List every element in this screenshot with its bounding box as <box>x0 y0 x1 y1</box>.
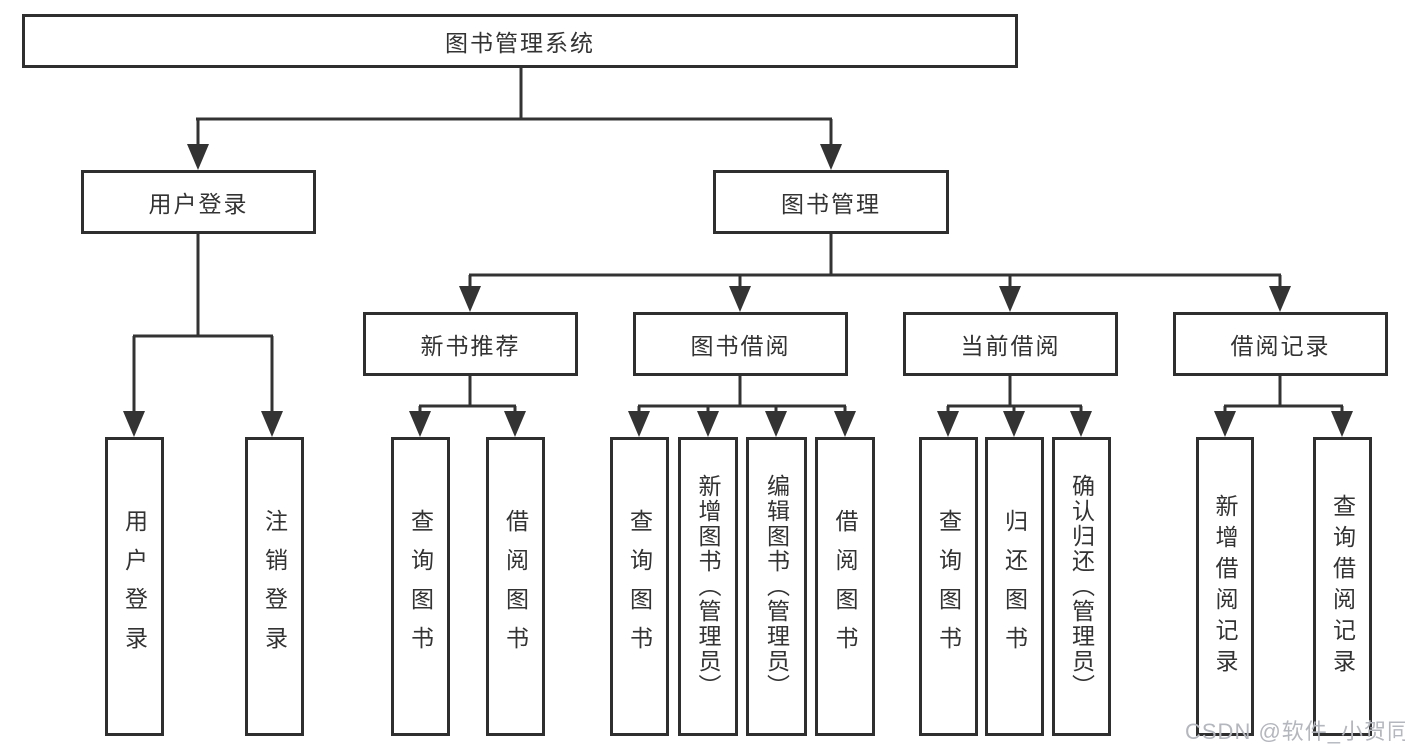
node-br-add-record: 新增借阅记录 <box>1196 437 1254 736</box>
node-root-library-system: 图书管理系统 <box>22 14 1018 68</box>
node-user-login: 用户登录 <box>105 437 164 736</box>
node-br-query-record: 查询借阅记录 <box>1313 437 1372 736</box>
node-bb-borrow-books: 借阅图书 <box>815 437 875 736</box>
node-current-borrowing: 当前借阅 <box>903 312 1118 376</box>
node-nb-query-books: 查询图书 <box>391 437 450 736</box>
node-borrow-records: 借阅记录 <box>1173 312 1388 376</box>
node-bb-add-books-admin: 新增图书（管理员） <box>678 437 738 736</box>
node-logout: 注销登录 <box>245 437 304 736</box>
node-bb-edit-books-admin: 编辑图书（管理员） <box>746 437 807 736</box>
csdn-watermark: CSDN @软件_小贺同学 <box>1185 719 1405 744</box>
node-cb-return-books: 归还图书 <box>985 437 1044 736</box>
node-cb-confirm-return-admin: 确认归还（管理员） <box>1052 437 1111 736</box>
node-user-login-group: 用户登录 <box>81 170 316 234</box>
node-nb-borrow-books: 借阅图书 <box>486 437 545 736</box>
node-new-book-recommend: 新书推荐 <box>363 312 578 376</box>
node-book-management: 图书管理 <box>713 170 949 234</box>
node-book-borrowing: 图书借阅 <box>633 312 848 376</box>
node-bb-query-books: 查询图书 <box>610 437 669 736</box>
node-cb-query-books: 查询图书 <box>919 437 978 736</box>
